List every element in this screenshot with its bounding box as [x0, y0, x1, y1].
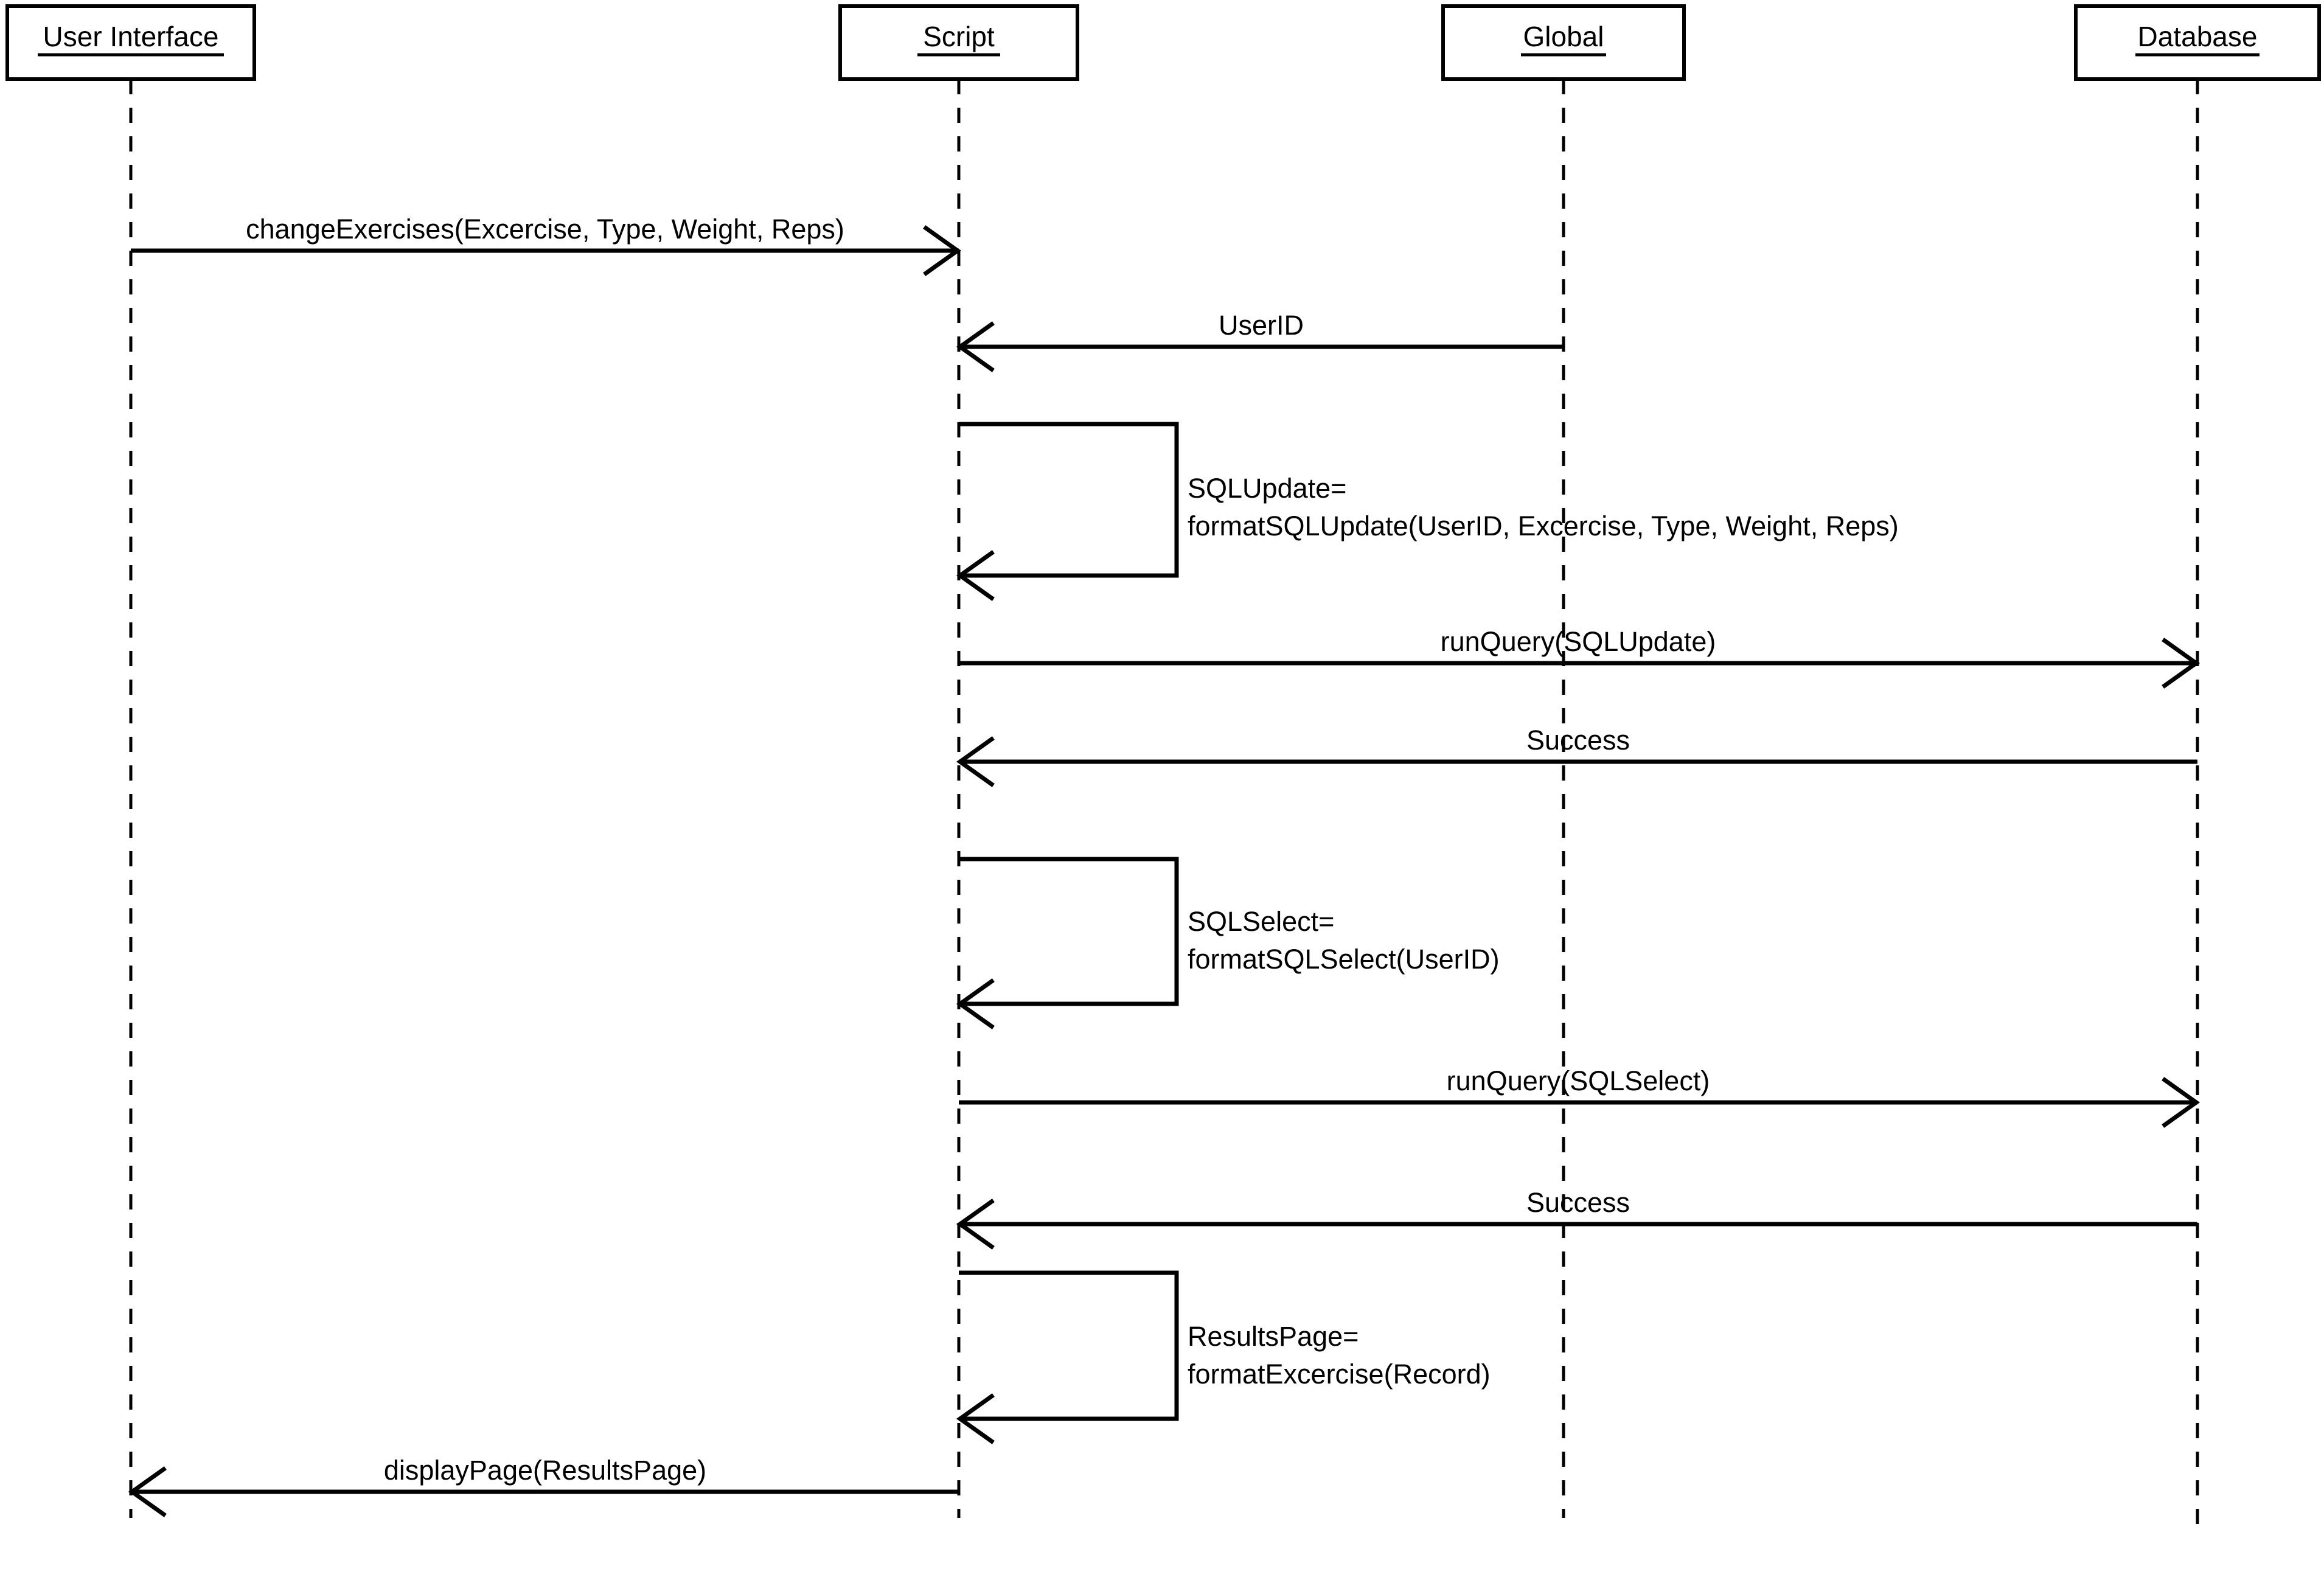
- self-message-resultspage: ResultsPage= formatExcercise(Record): [956, 1270, 1491, 1444]
- actor-script: Script: [838, 4, 1079, 81]
- actor-label: Script: [923, 21, 995, 52]
- self-message-loop: [959, 857, 1179, 1006]
- message-userid: UserID: [956, 310, 1564, 372]
- message-success-2: Success: [956, 1187, 2197, 1250]
- arrowhead-right-icon: [2162, 638, 2200, 689]
- message-label-line2: formatExcercise(Record): [1188, 1359, 1491, 1390]
- arrowhead-left-icon: [956, 736, 995, 787]
- message-label: changeExercises(Excercise, Type, Weight,…: [246, 214, 844, 245]
- arrowhead-left-icon: [956, 978, 995, 1029]
- arrowhead-left-icon: [956, 321, 995, 372]
- self-message-loop: [959, 422, 1179, 578]
- message-displaypage: displayPage(ResultsPage): [128, 1455, 959, 1517]
- message-label-line1: SQLUpdate=: [1188, 473, 1346, 504]
- arrowhead-left-icon: [128, 1466, 167, 1517]
- message-label: displayPage(ResultsPage): [384, 1455, 706, 1486]
- actor-box: [1441, 4, 1686, 81]
- message-label-line2: formatSQLSelect(UserID): [1188, 944, 1500, 975]
- message-runquery-sqlselect: runQuery(SQLSelect): [959, 1065, 2200, 1128]
- arrowhead-left-icon: [956, 1199, 995, 1250]
- message-label: runQuery(SQLSelect): [1447, 1065, 1710, 1096]
- message-change-exercises: changeExercises(Excercise, Type, Weight,…: [131, 214, 962, 276]
- message-label-line2: formatSQLUpdate(UserID, Excercise, Type,…: [1188, 510, 1899, 541]
- message-runquery-sqlupdate: runQuery(SQLUpdate): [959, 626, 2200, 689]
- message-label: runQuery(SQLUpdate): [1441, 626, 1716, 657]
- actor-box: [2074, 4, 2321, 81]
- message-label: Success: [1526, 725, 1630, 756]
- arrowhead-left-icon: [956, 1393, 995, 1444]
- arrowhead-left-icon: [956, 550, 995, 601]
- arrowhead-right-icon: [923, 225, 962, 276]
- self-message-sqlupdate: SQLUpdate= formatSQLUpdate(UserID, Excer…: [956, 422, 1899, 601]
- actor-global: Global: [1441, 4, 1686, 81]
- actor-box: [838, 4, 1079, 81]
- actor-label: Database: [2138, 21, 2258, 52]
- actor-label: Global: [1523, 21, 1604, 52]
- actor-database: Database: [2074, 4, 2321, 81]
- message-label: UserID: [1219, 310, 1304, 341]
- self-message-sqlselect: SQLSelect= formatSQLSelect(UserID): [956, 857, 1500, 1029]
- message-label-line1: SQLSelect=: [1188, 906, 1334, 937]
- message-success-1: Success: [956, 725, 2197, 787]
- self-message-loop: [959, 1270, 1179, 1421]
- actor-label: User Interface: [43, 21, 219, 52]
- actor-user-interface: User Interface: [5, 4, 256, 81]
- message-label-line1: ResultsPage=: [1188, 1321, 1359, 1352]
- message-label: Success: [1526, 1187, 1630, 1218]
- actor-box: [5, 4, 256, 81]
- arrowhead-right-icon: [2162, 1077, 2200, 1128]
